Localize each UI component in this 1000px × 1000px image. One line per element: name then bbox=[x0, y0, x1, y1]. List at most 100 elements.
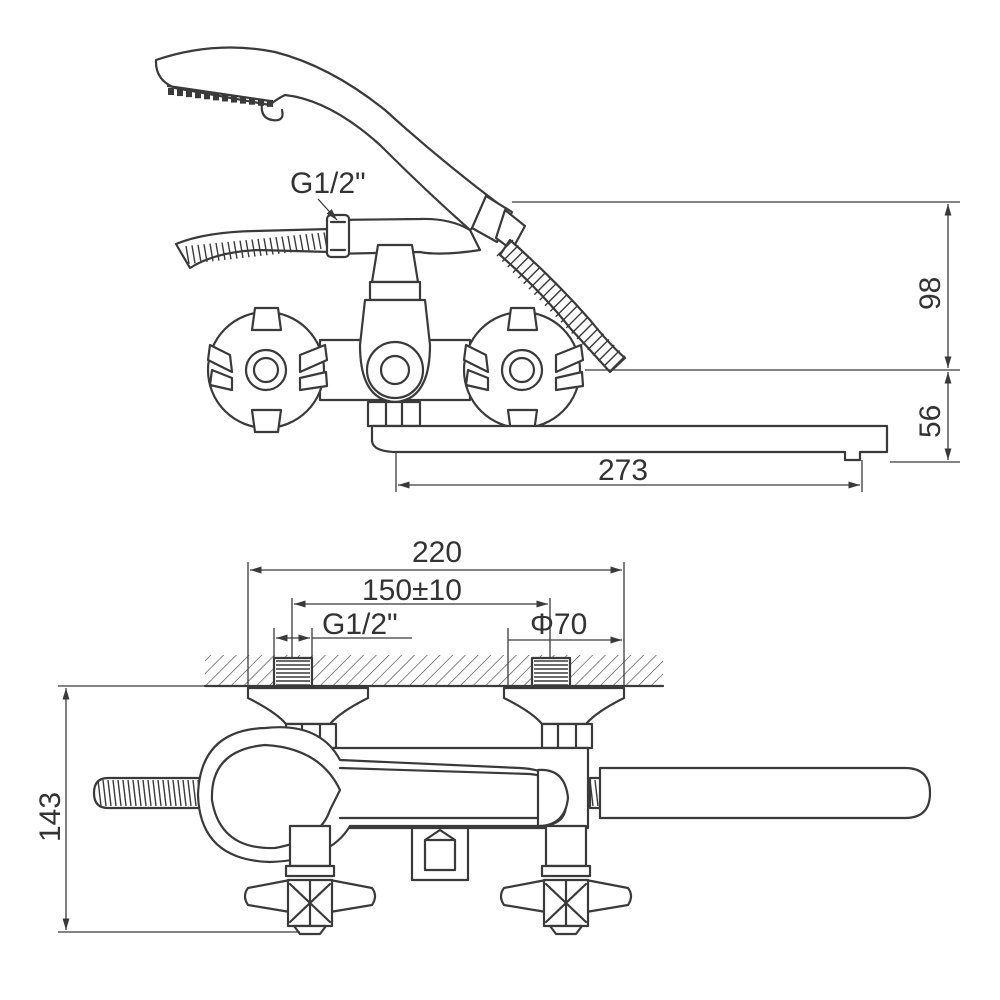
coil-stroke bbox=[565, 311, 583, 329]
coil-stroke bbox=[137, 779, 142, 807]
dim-143-label: 143 bbox=[34, 792, 67, 842]
nozzle bbox=[186, 90, 192, 98]
right-handle-top bbox=[499, 824, 633, 936]
side-view: G1/2" bbox=[154, 46, 960, 492]
spout-top bbox=[410, 826, 470, 882]
coil-stroke bbox=[608, 355, 626, 373]
dim-143: 143 bbox=[34, 685, 300, 933]
coil-stroke bbox=[157, 779, 162, 807]
coil-stroke bbox=[581, 327, 599, 345]
left-handle-top bbox=[243, 824, 377, 936]
hose-left-side bbox=[174, 227, 332, 270]
mixer-body bbox=[318, 298, 472, 404]
coil-stroke bbox=[317, 232, 322, 250]
top-view: 220 150±10 G1/2" Φ70 bbox=[34, 536, 932, 936]
coil-stroke bbox=[172, 779, 177, 807]
coil-stroke bbox=[496, 239, 514, 257]
hose-right-side bbox=[496, 238, 627, 374]
nozzle bbox=[240, 96, 246, 104]
coil-stroke bbox=[263, 238, 268, 256]
side-thread-label: G1/2" bbox=[290, 167, 366, 200]
mixer-body-top bbox=[196, 726, 590, 864]
coil-stroke bbox=[571, 316, 589, 334]
coil-stroke bbox=[112, 779, 117, 807]
nozzle bbox=[267, 99, 273, 107]
coil-stroke bbox=[576, 322, 594, 340]
coil-stroke bbox=[251, 239, 256, 257]
coil-stroke bbox=[122, 779, 127, 807]
spout bbox=[366, 400, 889, 462]
coil-stroke bbox=[127, 779, 132, 807]
coil-stroke bbox=[311, 233, 316, 250]
coil-stroke bbox=[269, 237, 274, 255]
coil-stroke bbox=[299, 234, 304, 252]
coil-stroke bbox=[544, 289, 562, 307]
dim-vertical-side: 98 56 bbox=[512, 201, 960, 463]
coil-stroke bbox=[221, 242, 226, 261]
nozzle bbox=[204, 92, 210, 100]
coil-stroke bbox=[97, 779, 102, 807]
coil-stroke bbox=[191, 245, 196, 264]
coil-stroke bbox=[239, 240, 244, 259]
coil-stroke bbox=[594, 779, 599, 807]
coil-stroke bbox=[162, 779, 167, 807]
dim-horizontal-side: 273 bbox=[395, 452, 863, 492]
coil-stroke bbox=[597, 344, 615, 362]
coil-stroke bbox=[603, 349, 621, 367]
coil-stroke bbox=[182, 779, 187, 807]
coil-stroke bbox=[512, 256, 530, 274]
coil-stroke bbox=[287, 235, 292, 253]
coil-stroke bbox=[507, 250, 525, 268]
coil-stroke bbox=[227, 241, 232, 260]
dim-150: 150±10 bbox=[362, 574, 462, 607]
coil-stroke bbox=[107, 779, 112, 807]
diverter-knob bbox=[368, 243, 422, 302]
nozzle bbox=[213, 93, 219, 101]
coil-stroke bbox=[185, 245, 190, 265]
coil-stroke bbox=[203, 244, 208, 263]
nozzle bbox=[168, 88, 174, 95]
coil-stroke bbox=[197, 244, 202, 263]
coil-stroke bbox=[209, 243, 214, 262]
coil-stroke bbox=[177, 779, 182, 807]
coil-stroke bbox=[293, 235, 298, 252]
dim-98: 98 bbox=[914, 277, 947, 310]
nozzle bbox=[177, 89, 183, 97]
dim-56: 56 bbox=[914, 405, 947, 438]
coil-stroke bbox=[192, 779, 197, 807]
coil-stroke bbox=[517, 261, 535, 279]
shower-nozzles bbox=[168, 88, 273, 107]
coil-stroke bbox=[549, 294, 567, 312]
left-handle-side bbox=[206, 306, 329, 434]
coil-stroke bbox=[187, 779, 192, 807]
hand-shower bbox=[154, 46, 527, 252]
handset-top bbox=[598, 766, 932, 820]
dim-phi70: Φ70 bbox=[530, 608, 587, 641]
coil-stroke bbox=[117, 779, 122, 807]
dim-top-widths: 220 150±10 G1/2" Φ70 bbox=[247, 536, 625, 690]
coil-stroke bbox=[132, 779, 137, 807]
coil-stroke bbox=[560, 305, 578, 323]
coil-stroke bbox=[152, 779, 157, 807]
coil-stroke bbox=[215, 242, 220, 261]
inlet-threads bbox=[272, 656, 572, 688]
coil-stroke bbox=[501, 245, 519, 263]
nozzle bbox=[222, 94, 228, 102]
coil-stroke bbox=[305, 234, 310, 251]
nozzle bbox=[249, 97, 255, 105]
coil-stroke bbox=[245, 239, 250, 258]
coil-stroke bbox=[147, 779, 152, 807]
nozzle bbox=[195, 91, 201, 99]
coil-stroke bbox=[539, 283, 557, 301]
coil-stroke bbox=[102, 779, 107, 807]
nozzle bbox=[231, 95, 237, 103]
coil-stroke bbox=[528, 272, 546, 290]
coil-stroke bbox=[592, 338, 610, 356]
coil-stroke bbox=[523, 267, 541, 285]
coil-stroke bbox=[142, 779, 147, 807]
coil-stroke bbox=[533, 278, 551, 296]
right-handle-side bbox=[462, 306, 585, 434]
dim-273: 273 bbox=[598, 454, 648, 487]
dim-top-thread: G1/2" bbox=[322, 608, 398, 641]
